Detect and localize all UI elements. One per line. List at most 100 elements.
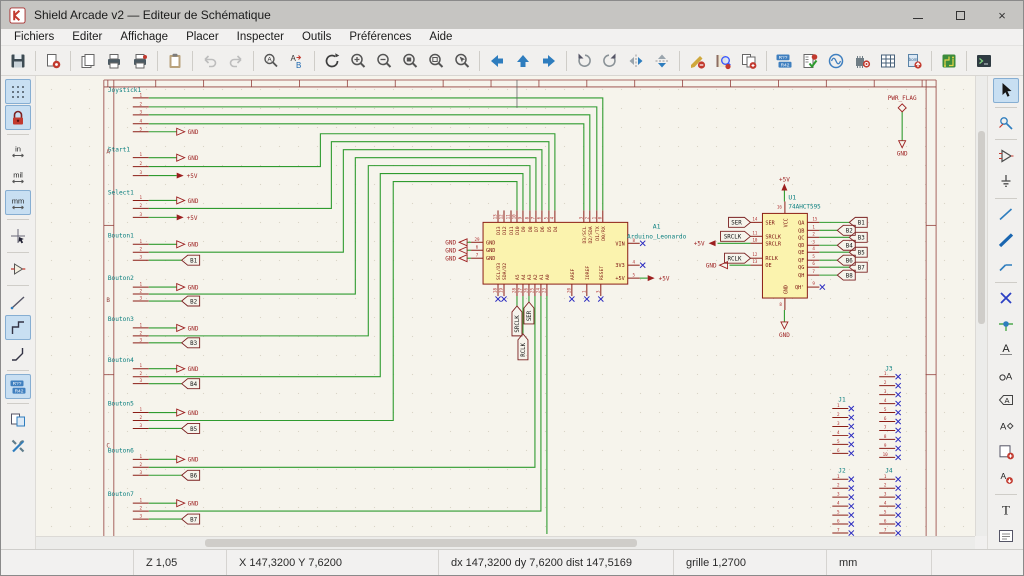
global-label-b2[interactable]: B2	[837, 225, 855, 235]
symbol-74ahct595[interactable]: U174AHCT59514SER11SRCLK10SRCLR12RCLK13OE…	[750, 193, 824, 310]
global-label-b3[interactable]: B3	[182, 338, 200, 348]
global-label-b2[interactable]: B2	[182, 296, 200, 306]
add-sheet-button[interactable]	[993, 439, 1019, 464]
symbol-arduino-leonardo[interactable]: A1Arduino_Leonardo13D1312D1211D1110D109D…	[471, 210, 687, 301]
snap-lock-button[interactable]	[5, 105, 31, 130]
wire[interactable]	[149, 115, 590, 211]
erc-button[interactable]	[797, 48, 823, 74]
add-net-label-button[interactable]: A	[993, 337, 1019, 362]
titlebar[interactable]: Shield Arcade v2 — Editeur de Schématiqu…	[1, 1, 1023, 29]
connector-select1[interactable]: Select11GND23+5V	[108, 189, 199, 221]
connector-j4[interactable]: J41234567	[879, 467, 901, 535]
connector-j1[interactable]: J1123456	[832, 397, 854, 456]
menu-aide[interactable]: Aide	[420, 29, 461, 46]
units-mm-button[interactable]: mm	[5, 190, 31, 215]
add-sheet-pin-button[interactable]: A	[993, 465, 1019, 490]
add-wire-button[interactable]	[993, 202, 1019, 227]
nav-up-button[interactable]	[510, 48, 536, 74]
connector-bouton4[interactable]: Bouton41GND23B4	[108, 357, 200, 389]
minimize-button[interactable]	[897, 1, 939, 29]
wire[interactable]	[149, 158, 536, 294]
wire[interactable]	[149, 142, 549, 211]
power-port-gnd[interactable]: GND	[779, 322, 790, 339]
add-global-label-button[interactable]: A	[993, 388, 1019, 413]
global-label-b8[interactable]: B8	[837, 270, 855, 280]
menu-inspecter[interactable]: Inspecter	[228, 29, 293, 46]
nav-back-button[interactable]	[484, 48, 510, 74]
add-directive-label-button[interactable]: A	[993, 363, 1019, 388]
copy-sheet-button[interactable]	[75, 48, 101, 74]
find-button[interactable]: A	[258, 48, 284, 74]
menu-affichage[interactable]: Affichage	[111, 29, 177, 46]
global-label-b5[interactable]: B5	[182, 423, 200, 433]
page-settings-button[interactable]	[40, 48, 66, 74]
show-hidden-pins-button[interactable]	[5, 256, 31, 281]
mirror-horizontal-button[interactable]	[649, 48, 675, 74]
global-label-srclk[interactable]: SRCLK	[512, 306, 522, 336]
connector-joystick1[interactable]: Joystick112345GND	[108, 87, 199, 136]
wire[interactable]	[149, 182, 517, 421]
edit-symbol-button[interactable]	[684, 48, 710, 74]
global-label-srclk[interactable]: SRCLK	[721, 231, 751, 241]
power-port-gnd[interactable]: GND	[706, 262, 728, 270]
vertical-scrollbar[interactable]	[975, 76, 987, 536]
units-mils-button[interactable]: mil	[5, 164, 31, 189]
global-label-b6[interactable]: B6	[182, 470, 200, 480]
global-label-b1[interactable]: B1	[849, 217, 867, 227]
wire[interactable]	[149, 296, 535, 467]
zoom-fit-button[interactable]	[397, 48, 423, 74]
menu-fichiers[interactable]: Fichiers	[5, 29, 63, 46]
grid-visibility-button[interactable]	[5, 79, 31, 104]
connector-bouton1[interactable]: Bouton11GND23B1	[108, 232, 200, 265]
horizontal-scrollbar[interactable]	[36, 536, 975, 549]
menu-preferences[interactable]: Préférences	[340, 29, 420, 46]
menu-outils[interactable]: Outils	[293, 29, 340, 46]
connector-j2[interactable]: J21234567	[832, 467, 854, 535]
add-power-button[interactable]	[993, 169, 1019, 194]
add-bus-entry-button[interactable]	[993, 253, 1019, 278]
open-pcb-button[interactable]	[936, 48, 962, 74]
units-inches-button[interactable]: in	[5, 138, 31, 163]
power-port-gnd[interactable]: GND	[445, 255, 467, 263]
add-text-box-button[interactable]	[993, 523, 1019, 548]
add-symbol-button[interactable]	[993, 143, 1019, 168]
scripting-console-button[interactable]	[971, 48, 997, 74]
power-port-gnd[interactable]: GND	[445, 247, 467, 255]
power-port-gnd[interactable]: GND	[445, 239, 467, 247]
highlight-net-button[interactable]	[993, 111, 1019, 136]
find-replace-button[interactable]: AB	[284, 48, 310, 74]
sync-sheets-button[interactable]	[736, 48, 762, 74]
print-button[interactable]	[101, 48, 127, 74]
global-label-b7[interactable]: B7	[182, 514, 200, 524]
global-label-rclk[interactable]: RCLK	[518, 334, 528, 360]
browse-libraries-button[interactable]	[710, 48, 736, 74]
horizontal-scrollbar-thumb[interactable]	[205, 539, 637, 547]
45-wires-button[interactable]	[5, 341, 31, 366]
global-label-b6[interactable]: B6	[837, 255, 855, 265]
maximize-button[interactable]	[939, 1, 981, 29]
pwr-flag-symbol[interactable]: PWR_FLAG	[888, 95, 917, 112]
power-port-+5v[interactable]: +5V	[694, 240, 716, 247]
connector-bouton6[interactable]: Bouton61GND23B6	[108, 447, 200, 480]
annotate-button[interactable]: R??R42	[771, 48, 797, 74]
global-label-rclk[interactable]: RCLK	[725, 253, 751, 263]
zoom-objects-button[interactable]	[423, 48, 449, 74]
zoom-out-button[interactable]	[371, 48, 397, 74]
schematic-canvas[interactable]: ABCJoystick112345GNDStart11GND23+5VSelec…	[36, 76, 975, 536]
menu-placer[interactable]: Placer	[177, 29, 228, 46]
select-button[interactable]	[993, 78, 1019, 103]
global-label-b4[interactable]: B4	[182, 379, 200, 389]
connector-bouton3[interactable]: Bouton31GND23B3	[108, 316, 200, 348]
generate-bom-button[interactable]: bom	[901, 48, 927, 74]
close-button[interactable]: ×	[981, 1, 1023, 29]
free-angle-wires-button[interactable]	[5, 289, 31, 314]
menu-editer[interactable]: Editer	[63, 29, 111, 46]
cursor-shape-button[interactable]	[5, 223, 31, 248]
add-hierarchical-label-button[interactable]: A	[993, 414, 1019, 439]
wire[interactable]	[149, 134, 555, 211]
zoom-in-button[interactable]	[345, 48, 371, 74]
zoom-selection-button[interactable]	[449, 48, 475, 74]
global-label-b1[interactable]: B1	[182, 255, 200, 265]
symbol-fields-table-button[interactable]	[875, 48, 901, 74]
mirror-vertical-button[interactable]	[623, 48, 649, 74]
